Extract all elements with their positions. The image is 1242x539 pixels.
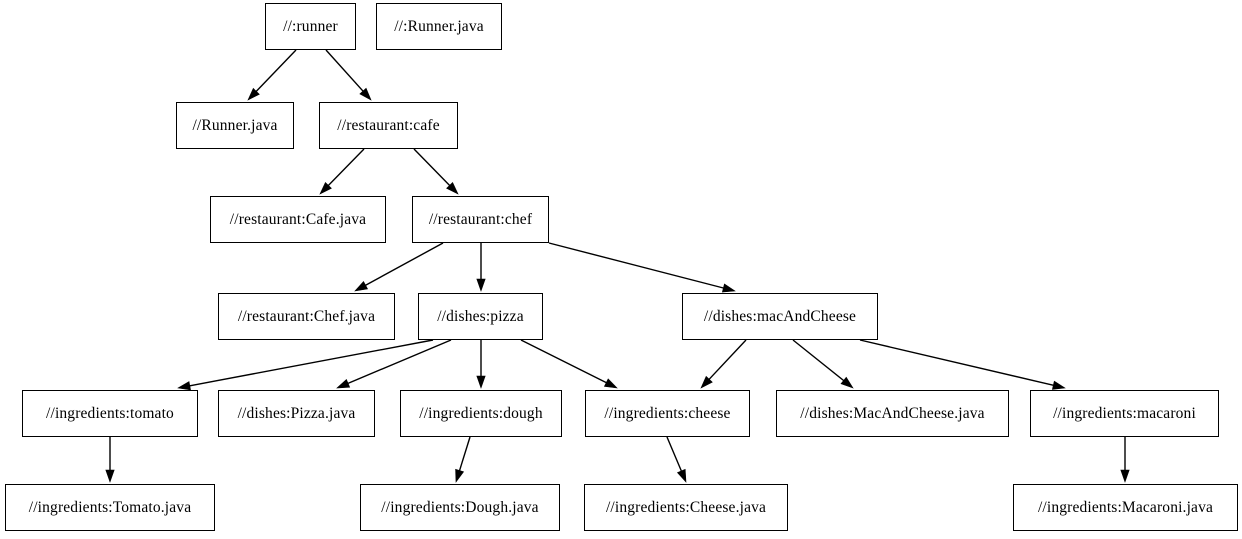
edge-line — [458, 436, 471, 473]
graph-edge-runner-to-restaurant_cafe — [325, 49, 372, 101]
graph-node-restaurant_cafe[interactable]: //restaurant:cafe — [319, 102, 458, 149]
graph-node-label: //restaurant:chef — [428, 210, 533, 228]
graph-node-pizza_java[interactable]: //dishes:Pizza.java — [218, 390, 375, 437]
graph-node-label: //ingredients:Tomato.java — [28, 498, 192, 516]
edge-arrowhead — [840, 376, 854, 389]
graph-node-label: //ingredients:dough — [419, 404, 543, 422]
graph-node-label: //dishes:MacAndCheese.java — [800, 404, 985, 422]
graph-node-label: //dishes:macAndCheese — [703, 307, 857, 325]
edge-arrowhead — [476, 278, 486, 292]
graph-edge-ing_dough-to-dough_java — [455, 436, 471, 483]
graph-edge-dishes_pizza-to-ing_tomato — [177, 339, 434, 391]
graph-node-cheese_java[interactable]: //ingredients:Cheese.java — [584, 484, 788, 531]
graph-node-label: //ingredients:cheese — [604, 404, 731, 422]
edge-arrowhead — [247, 87, 260, 101]
edge-line — [363, 242, 444, 287]
graph-node-macaroni_java[interactable]: //ingredients:Macaroni.java — [1013, 484, 1238, 531]
edge-arrowhead — [676, 468, 687, 483]
graph-node-label: //ingredients:Dough.java — [381, 498, 539, 516]
edge-line — [325, 49, 365, 94]
edge-arrowhead — [446, 181, 459, 195]
graph-node-label: //dishes:pizza — [437, 307, 524, 325]
edge-line — [187, 339, 434, 387]
edge-arrowhead — [721, 283, 736, 293]
edge-arrowhead — [354, 281, 369, 292]
graph-node-ing_tomato[interactable]: //ingredients:tomato — [22, 390, 198, 437]
graph-edge-restaurant_chef-to-chef_java — [354, 242, 444, 292]
graph-node-ing_macaroni[interactable]: //ingredients:macaroni — [1030, 390, 1219, 437]
graph-edge-ing_cheese-to-cheese_java — [666, 436, 687, 483]
graph-node-cafe_java[interactable]: //restaurant:Cafe.java — [210, 196, 386, 243]
graph-edge-dishes_pizza-to-pizza_java — [336, 339, 452, 389]
graph-edge-dishes_pizza-to-ing_cheese — [520, 339, 618, 389]
edge-arrowhead — [1120, 469, 1130, 483]
edge-arrowhead — [359, 87, 372, 101]
edge-line — [326, 148, 365, 188]
graph-node-label: //ingredients:macaroni — [1053, 404, 1196, 422]
graph-edge-dishes_pizza-to-ing_dough — [476, 340, 486, 389]
graph-edge-dishes_mac-to-ing_macaroni — [859, 339, 1066, 390]
graph-node-runner[interactable]: //:runner — [265, 3, 356, 50]
graph-node-ing_cheese[interactable]: //ingredients:cheese — [585, 390, 750, 437]
graph-node-label: //ingredients:Cheese.java — [605, 498, 767, 516]
edge-line — [666, 436, 683, 474]
graph-node-label: //ingredients:Macaroni.java — [1037, 498, 1214, 516]
edge-arrowhead — [455, 468, 465, 483]
graph-node-runner_java[interactable]: //Runner.java — [176, 102, 294, 149]
edge-line — [520, 339, 609, 385]
edge-arrowhead — [105, 469, 115, 483]
graph-edge-dishes_mac-to-mac_java — [792, 339, 854, 389]
graph-node-restaurant_chef[interactable]: //restaurant:chef — [412, 196, 549, 243]
graph-node-mac_java[interactable]: //dishes:MacAndCheese.java — [776, 390, 1009, 437]
edge-arrowhead — [177, 381, 191, 391]
edge-arrowhead — [1051, 380, 1066, 390]
graph-node-dishes_pizza[interactable]: //dishes:pizza — [418, 293, 543, 340]
graph-node-label: //:runner — [283, 17, 338, 35]
graph-edge-ing_tomato-to-tomato_java — [105, 437, 115, 483]
edge-arrowhead — [476, 375, 486, 389]
graph-node-dough_java[interactable]: //ingredients:Dough.java — [360, 484, 560, 531]
graph-node-tomato_java[interactable]: //ingredients:Tomato.java — [5, 484, 215, 531]
graph-node-label: //:Runner.java — [394, 17, 484, 35]
graph-edge-ing_macaroni-to-macaroni_java — [1120, 437, 1130, 483]
graph-node-root_runner_java[interactable]: //:Runner.java — [376, 3, 502, 50]
graph-edge-runner-to-runner_java — [247, 49, 297, 101]
graph-node-label: //Runner.java — [192, 116, 278, 134]
edge-line — [254, 49, 297, 94]
edge-arrowhead — [336, 378, 351, 389]
graph-node-label: //restaurant:Chef.java — [237, 307, 376, 325]
graph-node-ing_dough[interactable]: //ingredients:dough — [400, 390, 562, 437]
graph-node-chef_java[interactable]: //restaurant:Chef.java — [218, 293, 395, 340]
edge-line — [413, 148, 452, 188]
graph-node-dishes_mac[interactable]: //dishes:macAndCheese — [682, 293, 878, 340]
edge-arrowhead — [700, 375, 713, 389]
graph-edge-restaurant_cafe-to-restaurant_chef — [413, 148, 459, 195]
edge-arrowhead — [603, 378, 618, 389]
graph-edge-restaurant_chef-to-dishes_mac — [548, 242, 736, 293]
graph-node-label: //restaurant:cafe — [337, 116, 440, 134]
edge-line — [792, 339, 846, 383]
edge-line — [707, 339, 747, 382]
edge-line — [548, 242, 726, 290]
edge-line — [859, 339, 1056, 387]
graph-edge-restaurant_chef-to-dishes_pizza — [476, 243, 486, 292]
graph-edge-restaurant_cafe-to-cafe_java — [319, 148, 365, 195]
edge-arrowhead — [319, 181, 332, 195]
edge-line — [345, 339, 452, 385]
graph-edge-dishes_mac-to-ing_cheese — [700, 339, 747, 389]
graph-node-label: //dishes:Pizza.java — [237, 404, 356, 422]
graph-node-label: //restaurant:Cafe.java — [229, 210, 367, 228]
graph-node-label: //ingredients:tomato — [46, 404, 174, 422]
